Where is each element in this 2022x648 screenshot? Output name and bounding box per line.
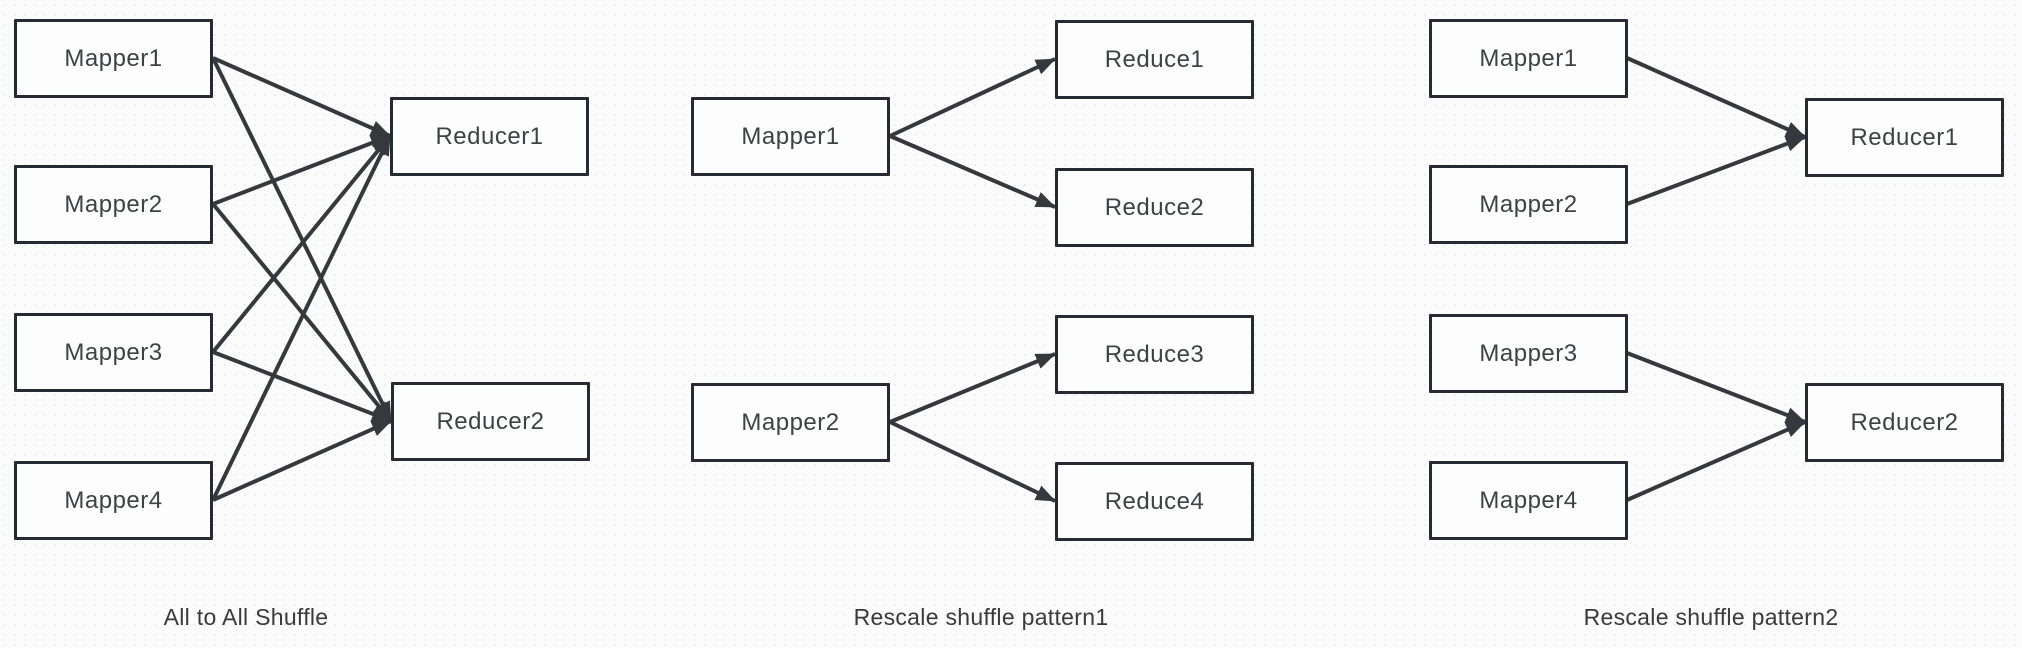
edge-a2a-mapper4-reducer1 [211,135,392,501]
p1-reduce4-box: Reduce4 [1055,462,1254,541]
edge-a2a-mapper4-reducer2 [212,419,392,502]
p2-reducer2-box: Reducer2 [1805,383,2004,462]
a2a-reducer2-box: Reducer2 [391,382,590,461]
edge-p2-mapper3-reducer2 [1626,351,1806,424]
p1-reduce3-box: Reduce3 [1055,315,1254,394]
a2a-mapper1-box: Mapper1 [14,19,213,98]
edge-a2a-mapper1-reducer2 [211,57,393,422]
edge-p2-mapper1-reducer1 [1626,56,1806,139]
p2-mapper1-box: Mapper1 [1429,19,1628,98]
a2a-mapper3-box: Mapper3 [14,313,213,392]
edge-p1-mapper2-reduce3 [889,352,1056,424]
edge-a2a-mapper1-reducer1 [212,56,391,138]
p2-mapper3-box: Mapper3 [1429,314,1628,393]
a2a-mapper2-box: Mapper2 [14,165,213,244]
a2a-mapper4-box: Mapper4 [14,461,213,540]
edge-p1-mapper2-reduce4 [889,420,1056,503]
p1-mapper2-box: Mapper2 [691,383,890,462]
edge-p2-mapper4-reducer2 [1626,420,1806,502]
caption-all-to-all-shuffle: All to All Shuffle [163,604,329,630]
edge-a2a-mapper3-reducer2 [212,350,392,423]
caption-rescale-shuffle-pattern2: Rescale shuffle pattern2 [1583,604,1839,630]
edge-a2a-mapper3-reducer1 [211,134,392,354]
p2-reducer1-box: Reducer1 [1805,98,2004,177]
a2a-reducer1-box: Reducer1 [390,97,589,176]
edge-a2a-mapper2-reducer1 [212,134,391,206]
p2-mapper4-box: Mapper4 [1429,461,1628,540]
p1-mapper1-box: Mapper1 [691,97,890,176]
p1-reduce1-box: Reduce1 [1055,20,1254,99]
p2-mapper2-box: Mapper2 [1429,165,1628,244]
edge-p1-mapper1-reduce2 [889,134,1056,209]
p1-reduce2-box: Reduce2 [1055,168,1254,247]
caption-rescale-shuffle-pattern1: Rescale shuffle pattern1 [853,604,1109,630]
edge-p2-mapper2-reducer1 [1626,135,1806,206]
edge-p1-mapper1-reduce1 [889,57,1056,138]
